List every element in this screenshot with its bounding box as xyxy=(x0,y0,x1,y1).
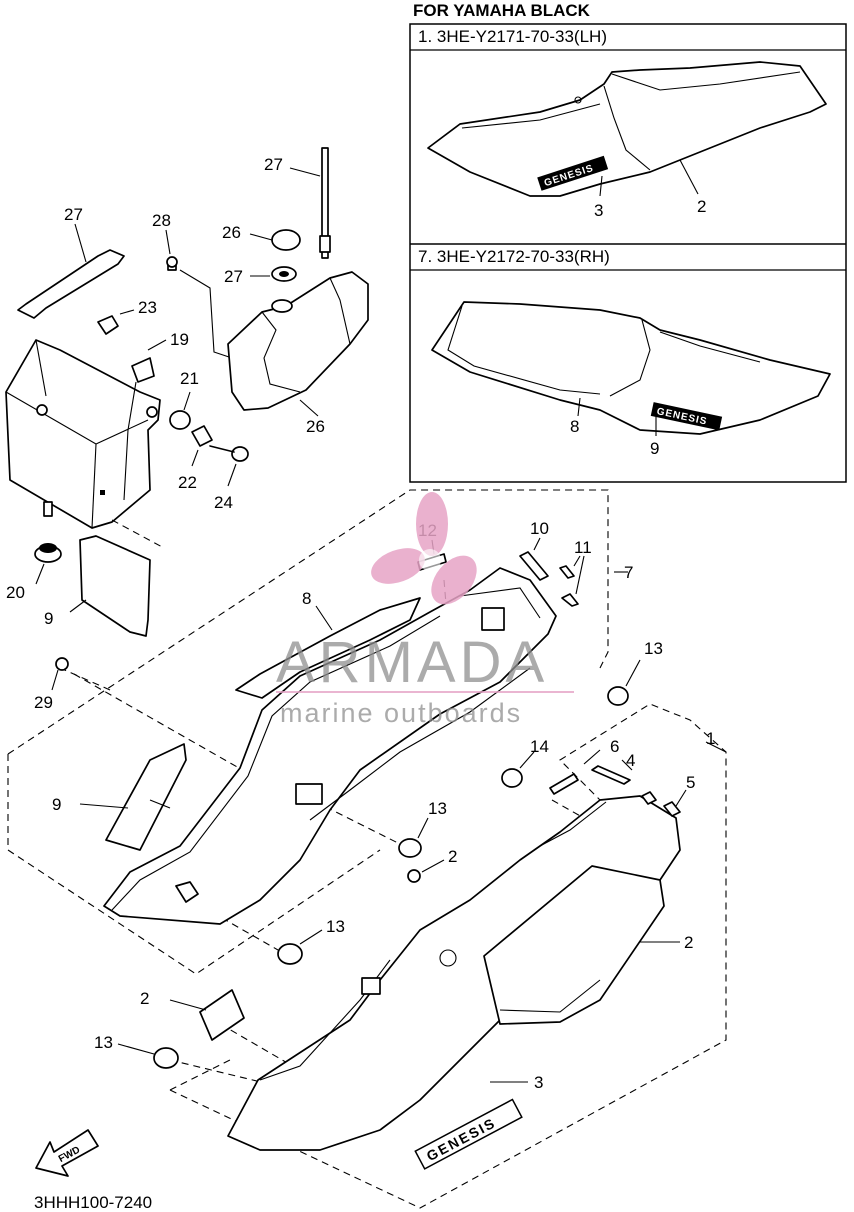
lh-main-decal-text: GENESIS xyxy=(424,1114,499,1164)
callout-21: 27 xyxy=(64,205,83,224)
callout-14a: 13 xyxy=(644,639,663,658)
panel-2 xyxy=(483,865,665,1025)
callout-24: 27 xyxy=(224,267,243,286)
callout-5: 5 xyxy=(686,773,695,792)
clip-11a xyxy=(559,565,575,579)
inset-lh-label: 1. 3HE-Y2171-70-33(LH) xyxy=(418,27,607,46)
grommet-13c xyxy=(153,1047,179,1069)
panel-8 xyxy=(235,597,421,699)
inset-callout-2: 2 xyxy=(697,197,706,216)
screw-27a xyxy=(55,657,69,671)
grommet-13a xyxy=(398,838,422,858)
callout-9: 9 xyxy=(52,795,61,814)
callout-3: 3 xyxy=(534,1073,543,1092)
collar-18 xyxy=(191,425,213,447)
callout-18: 22 xyxy=(178,473,197,492)
callout-27a: 29 xyxy=(34,693,53,712)
cap-23 xyxy=(271,229,301,251)
callout-13c: 13 xyxy=(94,1033,113,1052)
callout-6: 6 xyxy=(610,737,619,756)
exploded-frame-rh xyxy=(7,489,609,755)
screw-27b xyxy=(407,869,421,883)
callout-10: 10 xyxy=(530,519,549,538)
inset-rh-label: 7. 3HE-Y2172-70-33(RH) xyxy=(418,247,610,266)
bracket-19 xyxy=(97,315,119,335)
callout-29: 9 xyxy=(44,609,53,628)
callout-17: 21 xyxy=(180,369,199,388)
callout-22: 26 xyxy=(306,417,325,436)
variant-inset: FOR YAMAHA BLACK 1. 3HE-Y2171-70-33(LH) … xyxy=(409,1,847,483)
callout-28: 2 xyxy=(140,989,149,1008)
callout-16: 20 xyxy=(6,583,25,602)
strip-6 xyxy=(549,773,579,795)
lh-side-cover-drawing: GENESIS 3 2 xyxy=(427,61,827,220)
inset-frame xyxy=(409,23,847,483)
propeller-logo-icon xyxy=(371,492,477,605)
rh-side-cover-7: 7 xyxy=(103,563,633,925)
decal-9 xyxy=(105,743,187,851)
callout-20: 24 xyxy=(214,493,233,512)
callout-7: 7 xyxy=(624,563,633,582)
clip-11b xyxy=(561,593,579,607)
rh-side-cover-drawing: GENESIS 8 9 xyxy=(431,301,831,458)
strip-4 xyxy=(591,765,631,785)
callout-13a: 13 xyxy=(428,799,447,818)
clip-10 xyxy=(519,551,549,581)
rod-25 xyxy=(321,147,329,259)
exploded-frame-lh xyxy=(169,703,727,1209)
callout-14b: 14 xyxy=(530,737,549,756)
grommet-14b xyxy=(501,768,523,788)
callout-4: 4 xyxy=(626,751,635,770)
inset-callout-8: 8 xyxy=(570,417,579,436)
battery-box-group: 27 20 9 23 19 21 22 xyxy=(5,205,249,637)
watermark-tagline: marine outboards xyxy=(280,698,522,728)
callout-2: 2 xyxy=(684,933,693,952)
bracket-15 xyxy=(131,357,155,383)
clip-5a xyxy=(641,791,657,805)
battery-cover xyxy=(79,535,151,637)
bolt-20 xyxy=(231,446,249,462)
fwd-arrow-icon: FWD xyxy=(35,1129,99,1177)
grommet-14a xyxy=(607,686,629,706)
variant-title: FOR YAMAHA BLACK xyxy=(413,1,591,20)
reservoir-group: 28 27 26 27 26 xyxy=(152,147,369,436)
callout-13b: 13 xyxy=(326,917,345,936)
callout-8: 8 xyxy=(302,589,311,608)
callout-27b: 2 xyxy=(448,847,457,866)
clip-5b xyxy=(663,801,681,817)
inset-callout-3: 3 xyxy=(594,201,603,220)
grommet-13b xyxy=(277,943,303,965)
callout-23: 26 xyxy=(222,223,241,242)
reservoir-tank-22 xyxy=(227,271,369,411)
callout-15: 19 xyxy=(170,330,189,349)
watermark-brand: ARMADA xyxy=(276,630,548,695)
callout-19: 23 xyxy=(138,298,157,317)
battery-strap xyxy=(17,249,125,319)
figure-code: 3HHH100-7240 xyxy=(34,1193,152,1212)
watermark: ARMADA marine outboards xyxy=(276,492,574,728)
callout-1: 1 xyxy=(706,729,715,748)
inset-callout-9: 9 xyxy=(650,439,659,458)
callout-26: 28 xyxy=(152,211,171,230)
decal-28 xyxy=(199,989,245,1041)
callout-25: 27 xyxy=(264,155,283,174)
callout-11: 11 xyxy=(574,538,592,557)
grommet-17 xyxy=(169,410,191,430)
